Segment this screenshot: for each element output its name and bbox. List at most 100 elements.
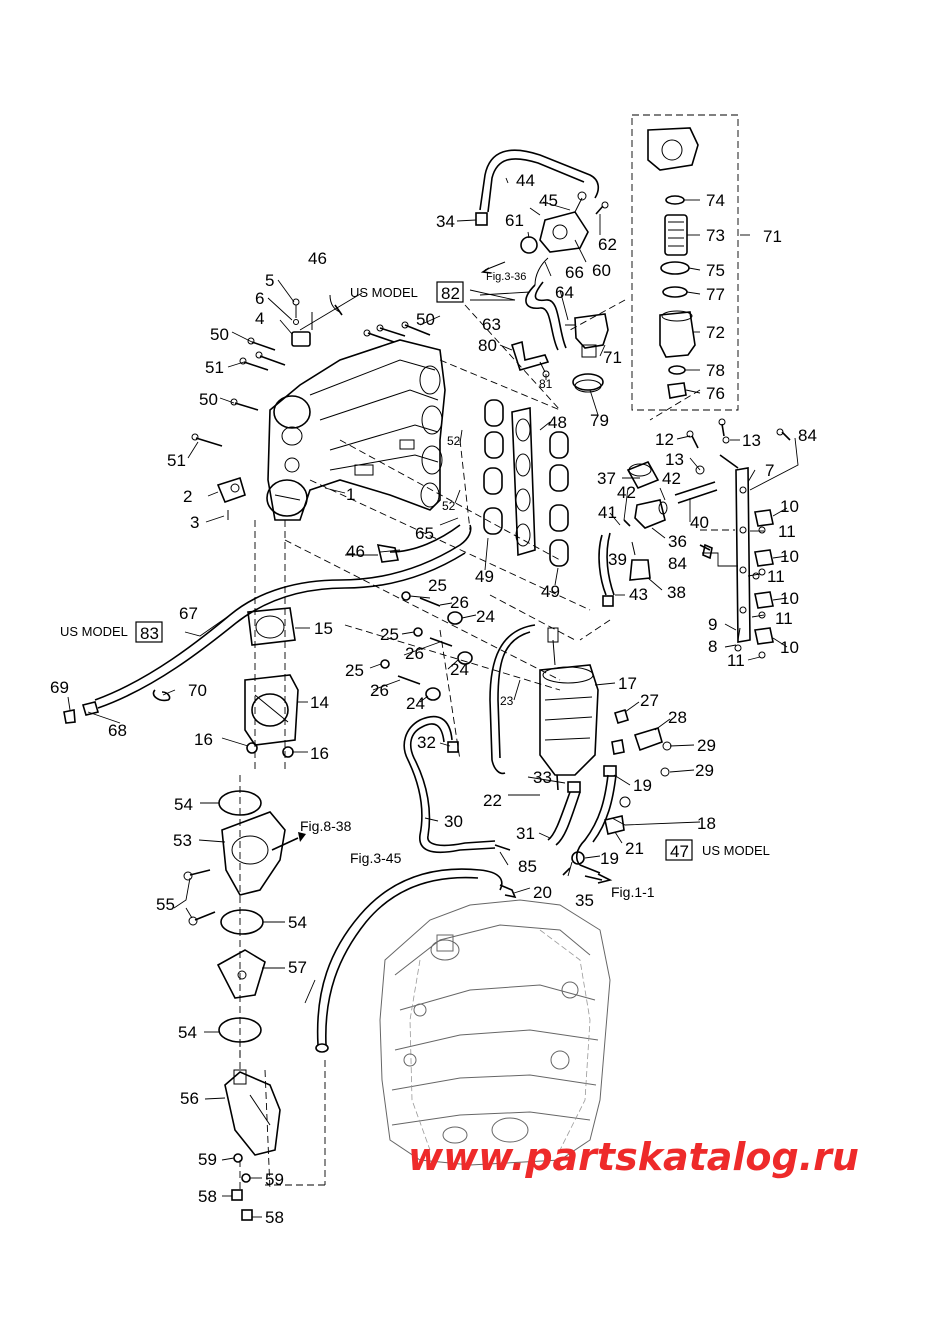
fuel-pump-upper [475, 149, 609, 286]
part-label: 50 [416, 310, 435, 329]
part-label: 54 [178, 1023, 197, 1042]
part-label: 48 [548, 413, 567, 432]
box-47-number: 47 [670, 842, 689, 861]
part-label: 33 [533, 768, 552, 787]
part-label: 61 [505, 211, 524, 230]
part-label: 37 [597, 469, 616, 488]
part-label: 10 [780, 589, 799, 608]
part-label: 64 [555, 283, 574, 302]
part-label: 58 [198, 1187, 217, 1206]
part-label: 25 [380, 625, 399, 644]
hoses-lower [547, 765, 631, 884]
part-label: 81 [539, 377, 553, 391]
part-label: 11 [727, 651, 745, 670]
part-label: 51 [167, 451, 186, 470]
boxed-callouts: 82 83 47 [135, 281, 693, 861]
part-label: 24 [406, 694, 425, 713]
hose-67 [63, 524, 472, 724]
hose-22 [489, 624, 536, 775]
part-label: 71 [603, 348, 622, 367]
part-label: 26 [450, 593, 469, 612]
part-label: 20 [533, 883, 552, 902]
part-label: 25 [428, 576, 447, 595]
part-label: 2 [183, 487, 192, 506]
part-label: 10 [780, 638, 799, 657]
part-label: 19 [633, 776, 652, 795]
part-label: 68 [108, 721, 127, 740]
throttle-body [244, 607, 299, 758]
part-label: 10 [780, 497, 799, 516]
part-label: 16 [310, 744, 329, 763]
fuel-filter-71 [565, 313, 609, 358]
box-82 [436, 281, 464, 303]
part-label: 41 [598, 503, 617, 522]
part-label: 29 [695, 761, 714, 780]
part-label: 49 [541, 582, 560, 601]
part-label: 24 [450, 660, 469, 679]
leader-lines [67, 177, 799, 1218]
part-label: 11 [778, 522, 796, 541]
part-label: 77 [706, 285, 725, 304]
bracket-80 [510, 340, 550, 378]
arrow-fig-1-1 [579, 864, 601, 874]
part-label: 65 [415, 524, 434, 543]
part-label: 6 [255, 289, 264, 308]
part-label: 38 [667, 583, 686, 602]
part-label: 46 [308, 249, 327, 268]
box-47 [665, 839, 693, 861]
part-label: 35 [575, 891, 594, 910]
part-label: 84 [798, 426, 817, 445]
part-label: 70 [188, 681, 207, 700]
note-us-model-47: US MODEL [702, 843, 770, 858]
part-label: 10 [780, 547, 799, 566]
misc-fittings [695, 465, 760, 580]
part-label: 54 [174, 795, 193, 814]
part-label: 55 [156, 895, 175, 914]
part-label: 32 [417, 733, 436, 752]
hose-63 [525, 281, 567, 351]
part-label: 25 [345, 661, 364, 680]
part-label: 78 [706, 361, 725, 380]
part-label: 60 [592, 261, 611, 280]
box-83-number: 83 [140, 624, 159, 643]
part-label: 44 [516, 171, 535, 190]
fuel-rail [686, 418, 791, 659]
part-label: 51 [205, 358, 224, 377]
part-label: 9 [708, 615, 717, 634]
part-label: 50 [210, 325, 229, 344]
arrow-fig-8-38 [271, 832, 306, 851]
part-label: 8 [708, 637, 717, 656]
box-82-number: 82 [441, 284, 460, 303]
part-label: 58 [265, 1208, 284, 1227]
sensor-2 [216, 476, 246, 520]
part-label: 67 [179, 604, 198, 623]
part-label: 42 [662, 469, 681, 488]
part-label: 73 [706, 226, 725, 245]
note-us-model-83: US MODEL [60, 624, 128, 639]
box-83 [135, 621, 163, 643]
part-label: 66 [565, 263, 584, 282]
part-label: 11 [775, 609, 793, 628]
part-label: 85 [518, 857, 537, 876]
part-label: 26 [405, 644, 424, 663]
note-fig-3-45: Fig.3-45 [350, 850, 402, 866]
part-label: 43 [629, 585, 648, 604]
part-label: 40 [690, 513, 709, 532]
part-label: 59 [265, 1170, 284, 1189]
notes: US MODEL US MODEL US MODEL Fig.3-36 Fig.… [60, 271, 770, 900]
part-label: 52 [442, 499, 456, 513]
clip-70 [152, 689, 171, 702]
part-label: 4 [255, 309, 264, 328]
manifold-bolts [191, 321, 431, 447]
part-label: 36 [668, 532, 687, 551]
fuel-filter-exploded [631, 114, 750, 411]
part-label: 72 [706, 323, 725, 342]
clamp-79 [572, 373, 604, 393]
part-label: 27 [640, 691, 659, 710]
part-label: 19 [600, 849, 619, 868]
part-label: 7 [765, 461, 774, 480]
part-label: 3 [190, 513, 199, 532]
part-label: 23 [500, 694, 514, 708]
part-label: 16 [194, 730, 213, 749]
part-label: 13 [665, 450, 684, 469]
